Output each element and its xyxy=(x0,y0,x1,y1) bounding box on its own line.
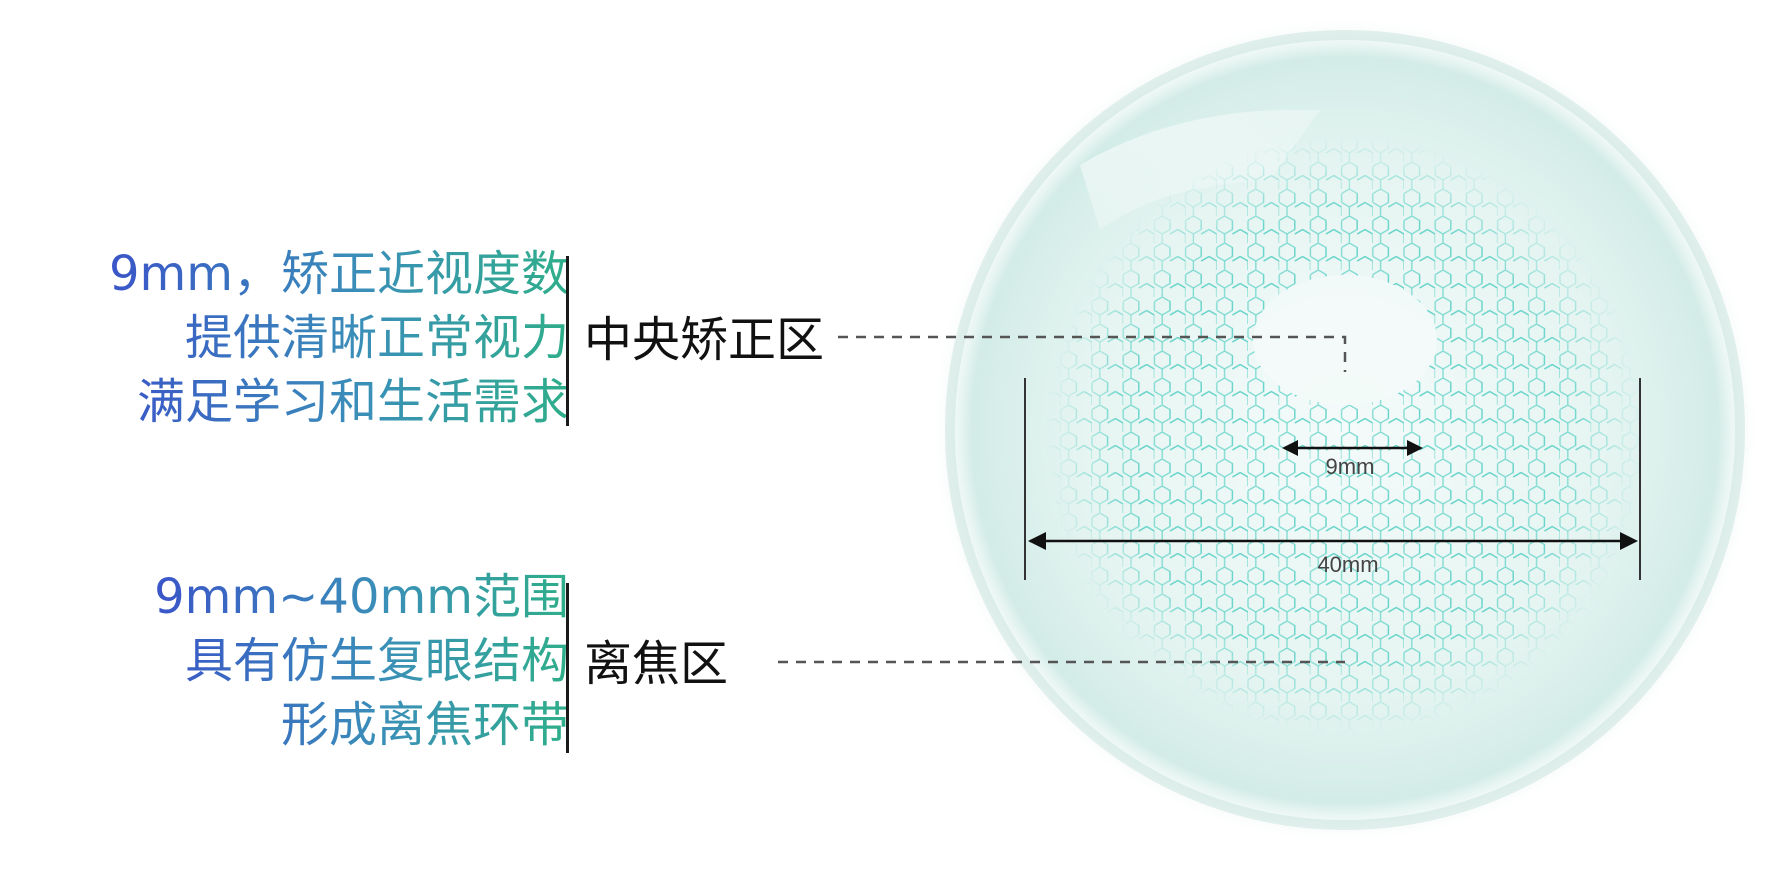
central-zone-label: 中央矫正区 xyxy=(584,312,825,368)
defocus-zone-desc-line: 9mm~40mm范围 xyxy=(154,569,569,625)
hex-pattern xyxy=(1030,120,1660,750)
central-zone-divider xyxy=(566,256,569,426)
defocus-zone-label: 离焦区 xyxy=(584,636,729,692)
defocus-zone-desc-line: 形成离焦环带 xyxy=(280,697,569,753)
defocus-zone-description: 9mm~40mm范围 具有仿生复眼结构 形成离焦环带 xyxy=(154,565,569,757)
central-zone-description: 9mm，矫正近视度数 提供清晰正常视力 满足学习和生活需求 xyxy=(109,242,569,434)
inner-arrowhead-left xyxy=(1282,440,1298,456)
outer-dimension-label: 40mm xyxy=(1317,552,1378,577)
central-zone-desc-line: 9mm，矫正近视度数 xyxy=(108,246,569,302)
inner-dimension-label: 9mm xyxy=(1326,454,1375,479)
central-zone-desc-line: 满足学习和生活需求 xyxy=(136,374,569,430)
outer-arrowhead-left xyxy=(1028,532,1046,550)
lens-rim xyxy=(945,30,1745,830)
central-zone-desc-line: 提供清晰正常视力 xyxy=(184,310,569,366)
inner-arrowhead-right xyxy=(1407,440,1423,456)
central-zone-leader-line xyxy=(838,335,1347,372)
outer-arrowhead-right xyxy=(1620,532,1638,550)
defocus-zone-desc-line: 具有仿生复眼结构 xyxy=(184,633,569,689)
defocus-zone-divider xyxy=(566,583,569,753)
